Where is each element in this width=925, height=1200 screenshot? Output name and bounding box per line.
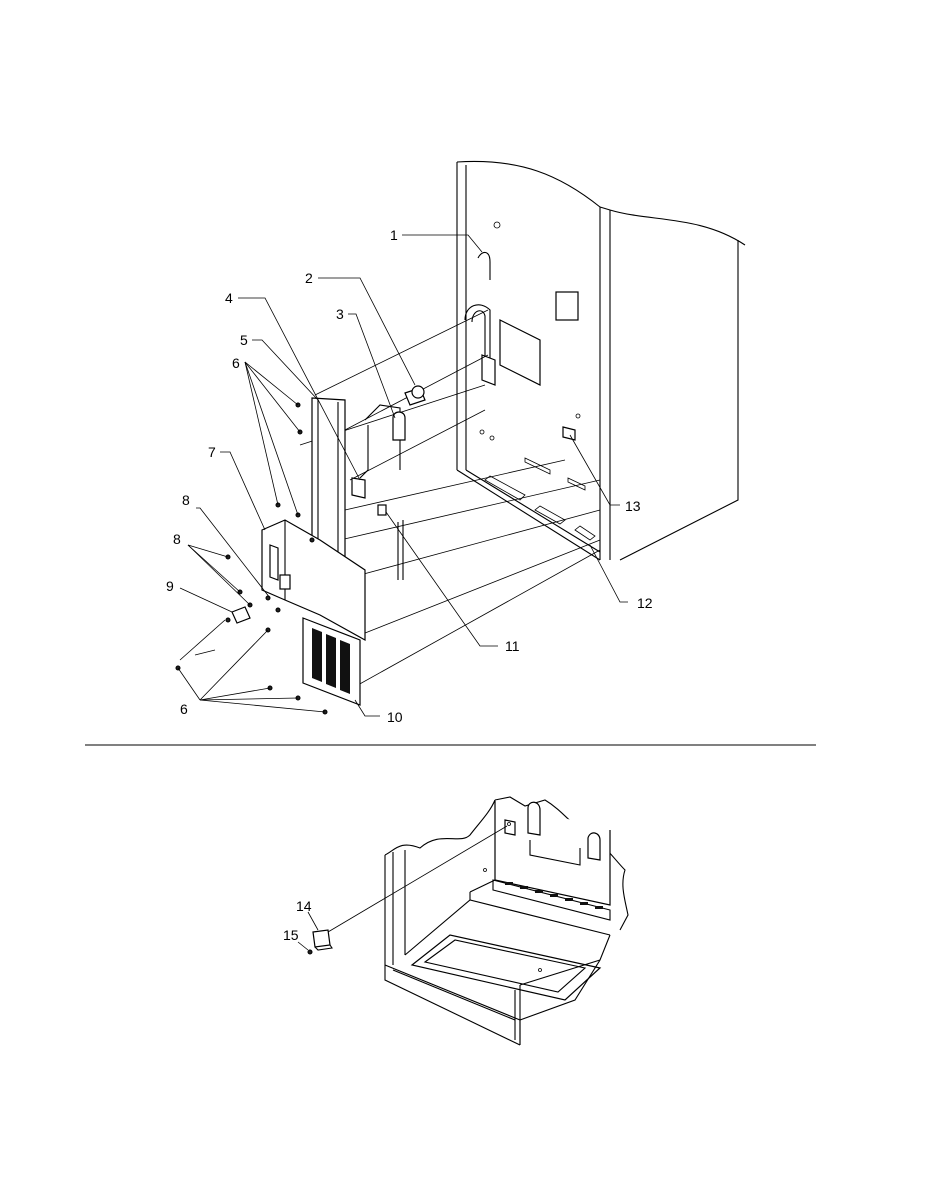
callout-labels-upper: 1 2 3 4 5 6 7 8 8 9 6 10 11 12 13 (166, 227, 653, 725)
callout-12: 12 (637, 595, 653, 611)
lower-bracket-part-7 (261, 519, 366, 642)
cover-part-14 (312, 825, 508, 951)
callout-8-left: 8 (173, 531, 181, 547)
freezer-compartment (384, 796, 629, 1046)
callout-15: 15 (283, 927, 299, 943)
callout-10: 10 (387, 709, 403, 725)
water-tube-assembly (464, 251, 496, 386)
screw-part-15 (307, 949, 313, 955)
callout-4: 4 (225, 290, 233, 306)
callout-labels-lower: 14 15 (283, 898, 312, 943)
callout-7: 7 (208, 444, 216, 460)
callout-11: 11 (505, 638, 520, 654)
vent-slots (505, 882, 603, 909)
bracket-part-11 (377, 504, 404, 580)
callout-14: 14 (296, 898, 312, 914)
callout-2: 2 (305, 270, 313, 286)
callout-5: 5 (240, 332, 248, 348)
water-valve-part-2 (404, 385, 426, 406)
callout-1: 1 (390, 227, 398, 243)
hose-part-4 (351, 477, 366, 499)
leader-lines (177, 234, 628, 717)
clip-part-9 (179, 606, 251, 661)
leader-14 (307, 911, 319, 931)
wire-harness-part-3 (359, 404, 406, 479)
callout-6-bottom: 6 (180, 701, 188, 717)
refrigerator-cabinet (456, 160, 746, 561)
callout-6-top: 6 (232, 355, 240, 371)
callout-8-top: 8 (182, 492, 190, 508)
callout-13: 13 (625, 498, 641, 514)
leader-15 (297, 941, 309, 951)
grille-part-10 (302, 617, 361, 706)
callout-3: 3 (336, 306, 344, 322)
callout-9: 9 (166, 578, 174, 594)
projection-lines (299, 309, 601, 696)
